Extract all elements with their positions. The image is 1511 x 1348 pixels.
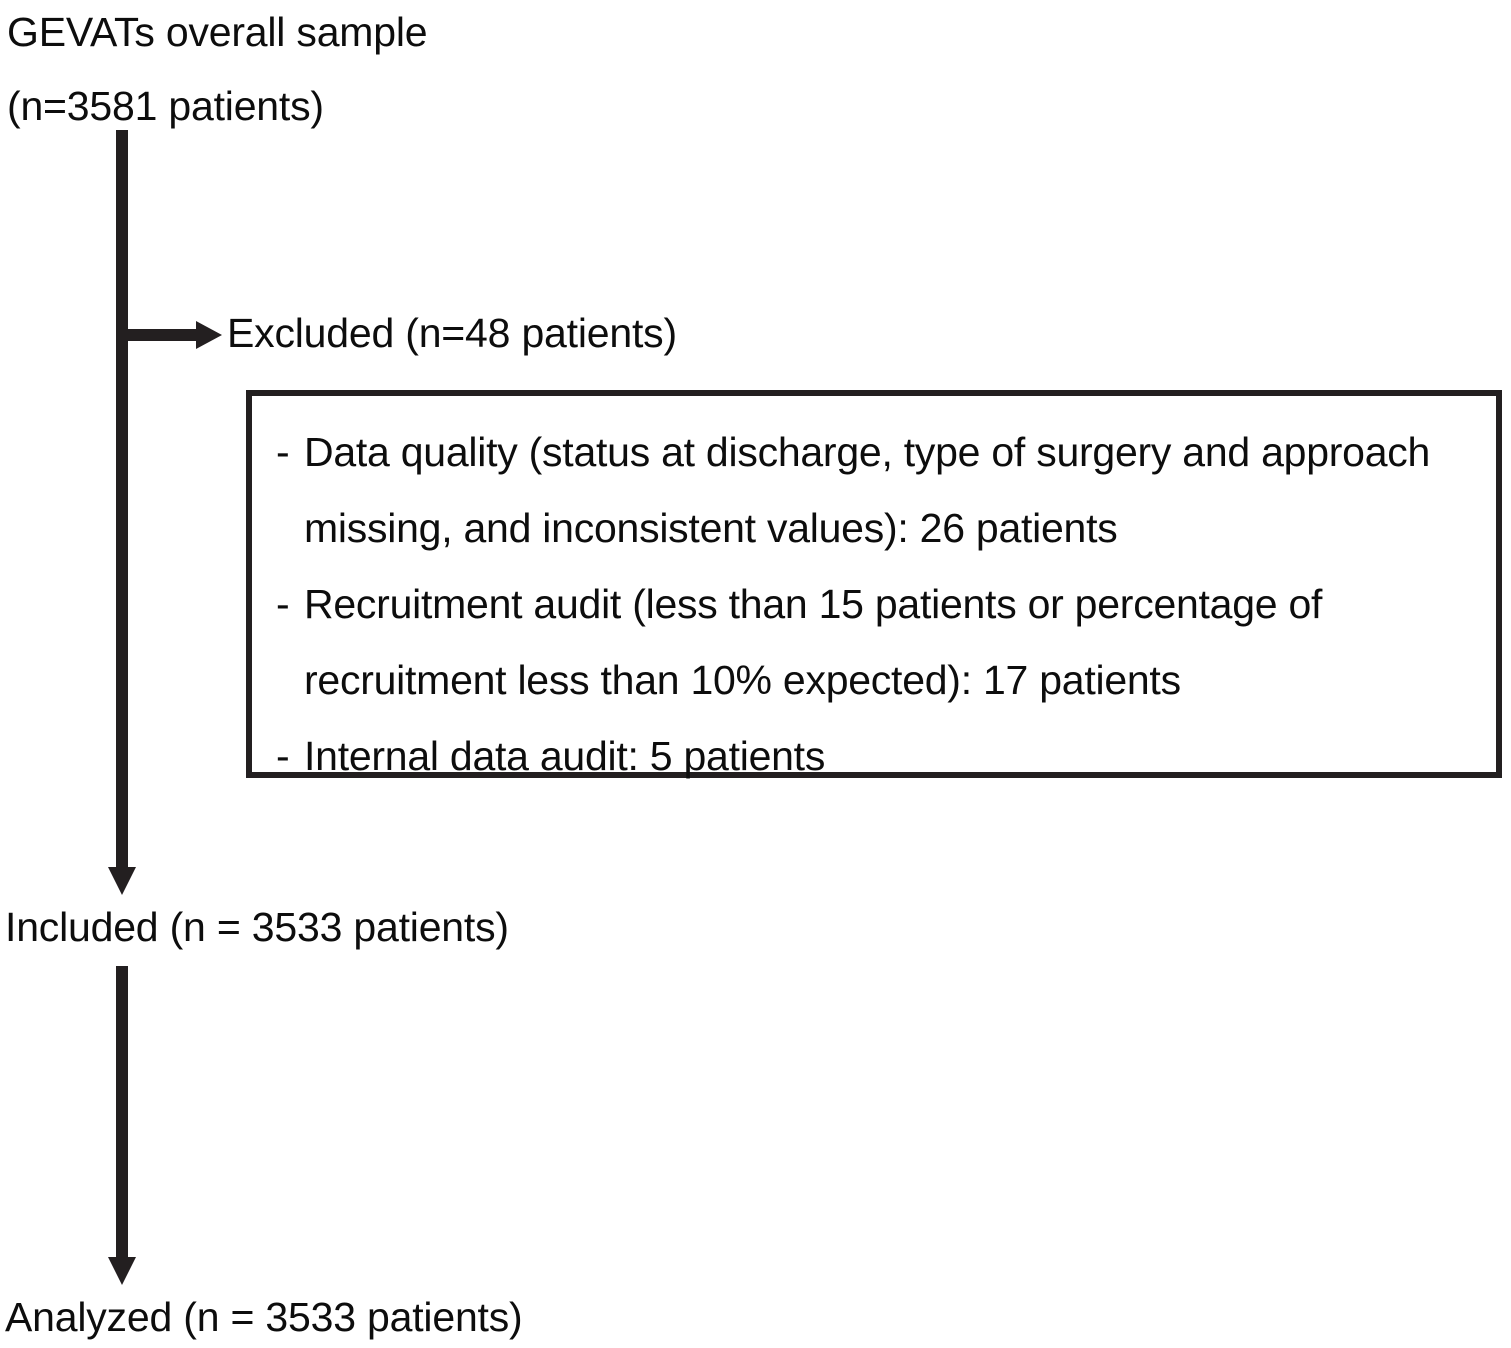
connector-source-to-excluded: [116, 329, 202, 341]
arrowhead-down-icon: [108, 867, 136, 895]
list-item: - Internal data audit: 5 patients: [276, 718, 1496, 794]
bullet-dash-icon: -: [276, 733, 290, 779]
exclusion-reasons-box: - Data quality (status at discharge, typ…: [246, 390, 1502, 779]
excluded-node-label: Excluded (n=48 patients): [227, 310, 677, 356]
connector-included-to-analyzed: [116, 966, 128, 1272]
arrowhead-right-icon: [196, 321, 222, 349]
exclusion-reasons-list: - Data quality (status at discharge, typ…: [276, 414, 1496, 794]
connector-source-to-included: [116, 130, 128, 882]
arrowhead-down-icon: [108, 1257, 136, 1285]
list-item-text: Internal data audit: 5 patients: [304, 733, 826, 779]
source-node-title: GEVATs overall sample: [7, 9, 428, 55]
bullet-dash-icon: -: [276, 429, 290, 475]
list-item-text: Recruitment audit (less than 15 patients…: [304, 581, 1323, 703]
included-node-label: Included (n = 3533 patients): [5, 904, 509, 950]
bullet-dash-icon: -: [276, 581, 290, 627]
source-node-count: (n=3581 patients): [7, 83, 324, 129]
analyzed-node-label: Analyzed (n = 3533 patients): [5, 1294, 523, 1340]
list-item-text: Data quality (status at discharge, type …: [304, 429, 1431, 551]
list-item: - Data quality (status at discharge, typ…: [276, 414, 1496, 566]
list-item: - Recruitment audit (less than 15 patien…: [276, 566, 1496, 718]
